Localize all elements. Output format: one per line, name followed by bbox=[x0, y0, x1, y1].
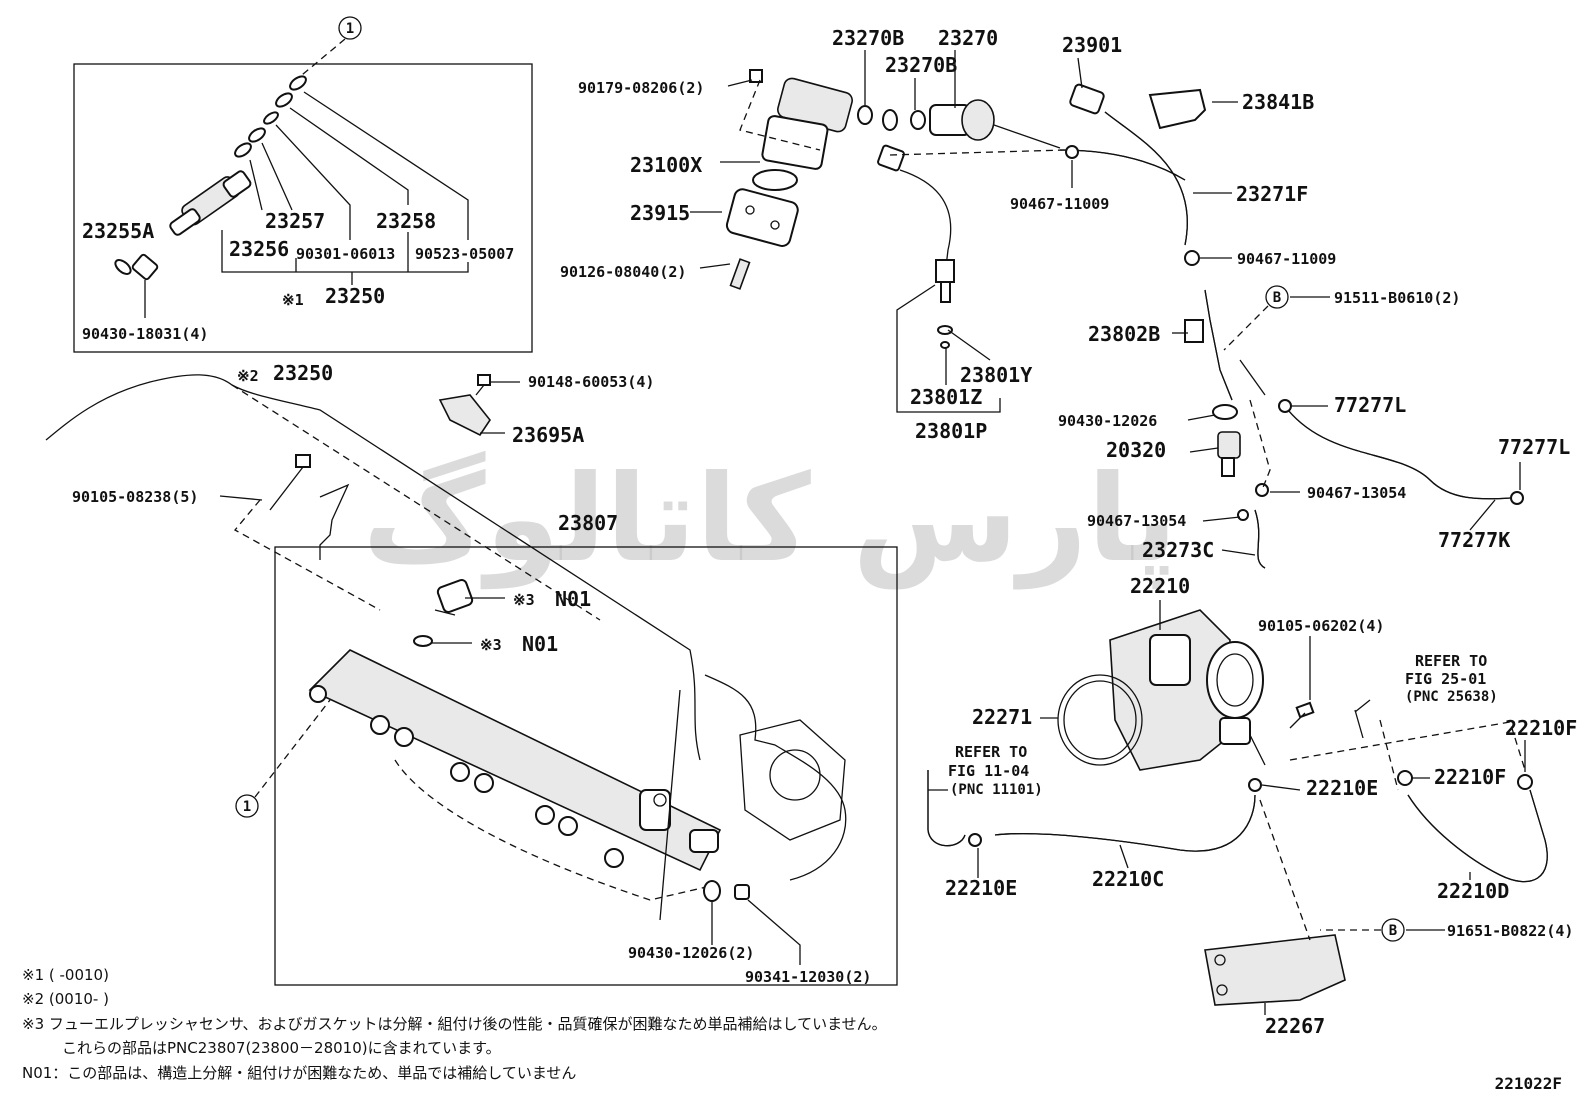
injector-drawing bbox=[114, 75, 307, 281]
fuel-rail-drawing bbox=[308, 579, 847, 902]
refer-fig-25-01-line2: FIG 25-01 bbox=[1405, 670, 1486, 688]
label-91511-B0610: 91511-B0610(2) bbox=[1334, 289, 1460, 307]
label-22210C: 22210C bbox=[1092, 867, 1164, 891]
svg-text:B: B bbox=[1389, 923, 1397, 939]
label-77277K: 77277K bbox=[1438, 528, 1510, 552]
callout-circle-b-2: B bbox=[1320, 918, 1445, 942]
label-23807: 23807 bbox=[558, 511, 618, 535]
label-22210E-a: 22210E bbox=[1306, 776, 1378, 800]
label-20320: 20320 bbox=[1106, 438, 1166, 462]
label-91651-B0822: 91651-B0822(4) bbox=[1447, 922, 1573, 940]
label-90467-13054-b: 90467-13054 bbox=[1087, 512, 1186, 530]
label-22210D: 22210D bbox=[1437, 879, 1509, 903]
bolt-90105-08238 bbox=[269, 454, 311, 511]
label-90301-06013: 90301-06013 bbox=[296, 245, 395, 263]
mark-1: ※1 bbox=[282, 291, 304, 309]
label-90148-60053: 90148-60053(4) bbox=[528, 373, 654, 391]
refer-fig-11-04-line3: (PNC 11101) bbox=[950, 782, 1043, 798]
injector-inset-box bbox=[73, 63, 533, 353]
label-23695A: 23695A bbox=[512, 423, 584, 447]
label-90467-11009-b: 90467-11009 bbox=[1237, 250, 1336, 268]
label-23250-inset: 23250 bbox=[325, 284, 385, 308]
label-77277L-b: 77277L bbox=[1498, 435, 1570, 459]
callout-circle-1-left: 1 bbox=[235, 699, 331, 818]
label-23100X: 23100X bbox=[630, 153, 702, 177]
mark-3-b: ※3 bbox=[480, 636, 502, 654]
svg-text:1: 1 bbox=[243, 799, 251, 815]
bracket-23695A bbox=[438, 374, 491, 437]
label-90105-08238: 90105-08238(5) bbox=[72, 488, 198, 506]
vapor-hose-drawing bbox=[1059, 83, 1207, 266]
figure-code: 221022F bbox=[1494, 1074, 1562, 1093]
svg-text:1: 1 bbox=[346, 21, 354, 37]
mark-3-a: ※3 bbox=[513, 591, 535, 609]
label-90467-11009-a: 90467-11009 bbox=[1010, 195, 1109, 213]
note-n01: N01：この部品は、構造上分解・組付けが困難なため、単品では補給していません bbox=[22, 1064, 577, 1082]
label-23255A: 23255A bbox=[82, 219, 154, 243]
label-22210: 22210 bbox=[1130, 574, 1190, 598]
label-22210F-b: 22210F bbox=[1434, 765, 1506, 789]
label-77277L-a: 77277L bbox=[1334, 393, 1406, 417]
fuel-pump-drawing bbox=[725, 69, 1061, 349]
refer-fig-11-04-line2: FIG 11-04 bbox=[948, 762, 1029, 780]
label-23250-main: 23250 bbox=[273, 361, 333, 385]
label-23901: 23901 bbox=[1062, 33, 1122, 57]
label-90341-12030: 90341-12030(2) bbox=[745, 968, 871, 986]
label-23270: 23270 bbox=[938, 26, 998, 50]
fuel-rail-inset-box bbox=[274, 546, 898, 986]
label-23801P: 23801P bbox=[915, 419, 987, 443]
label-90179-08206: 90179-08206(2) bbox=[578, 79, 704, 97]
label-22267: 22267 bbox=[1265, 1014, 1325, 1038]
vacuum-pipe-drawing bbox=[1184, 289, 1524, 569]
label-23915: 23915 bbox=[630, 201, 690, 225]
label-22210E-b: 22210E bbox=[945, 876, 1017, 900]
lower-hoses-drawing bbox=[927, 770, 1548, 1006]
label-N01-a: N01 bbox=[555, 587, 591, 611]
label-90467-13054-a: 90467-13054 bbox=[1307, 484, 1406, 502]
note-mark-1: ※1 ( -0010) bbox=[22, 966, 109, 984]
refer-fig-11-04-line1: REFER TO bbox=[955, 743, 1027, 761]
label-23841B: 23841B bbox=[1242, 90, 1314, 114]
label-23258: 23258 bbox=[376, 209, 436, 233]
label-23271F: 23271F bbox=[1236, 182, 1308, 206]
refer-fig-25-01-line1: REFER TO bbox=[1415, 652, 1487, 670]
label-23257: 23257 bbox=[265, 209, 325, 233]
label-90430-12026-a: 90430-12026 bbox=[1058, 412, 1157, 430]
label-23256: 23256 bbox=[229, 237, 289, 261]
label-90105-06202: 90105-06202(4) bbox=[1258, 617, 1384, 635]
label-22210F-a: 22210F bbox=[1505, 716, 1577, 740]
label-90430-12026-b: 90430-12026(2) bbox=[628, 944, 754, 962]
label-23273C: 23273C bbox=[1142, 538, 1214, 562]
label-90430-18031: 90430-18031(4) bbox=[82, 325, 208, 343]
throttle-body-drawing bbox=[1057, 609, 1364, 771]
callout-circle-b-1: B bbox=[1223, 285, 1330, 351]
note-mark-3: ※3 フューエルプレッシャセンサ、およびガスケットは分解・組付け後の性能・品質確… bbox=[22, 1015, 887, 1033]
label-90523-05007: 90523-05007 bbox=[415, 245, 514, 263]
label-23801Y: 23801Y bbox=[960, 363, 1032, 387]
refer-fig-25-01-line3: (PNC 25638) bbox=[1405, 689, 1498, 705]
label-N01-b: N01 bbox=[522, 632, 558, 656]
callout-circle-1-top: 1 bbox=[295, 16, 362, 81]
watermark: پارس کاتالوگ bbox=[363, 450, 1178, 589]
label-23802B: 23802B bbox=[1088, 322, 1160, 346]
label-22271: 22271 bbox=[972, 705, 1032, 729]
label-23270B-a: 23270B bbox=[832, 26, 904, 50]
note-pnc-included: これらの部品はPNC23807(23800－28010)に含まれています。 bbox=[62, 1039, 501, 1057]
svg-text:B: B bbox=[1273, 290, 1281, 306]
label-90126-08040: 90126-08040(2) bbox=[560, 263, 686, 281]
mark-2: ※2 bbox=[237, 367, 259, 385]
label-23801Z: 23801Z bbox=[910, 385, 982, 409]
note-mark-2: ※2 (0010- ) bbox=[22, 990, 109, 1008]
label-23270B-b: 23270B bbox=[885, 53, 957, 77]
